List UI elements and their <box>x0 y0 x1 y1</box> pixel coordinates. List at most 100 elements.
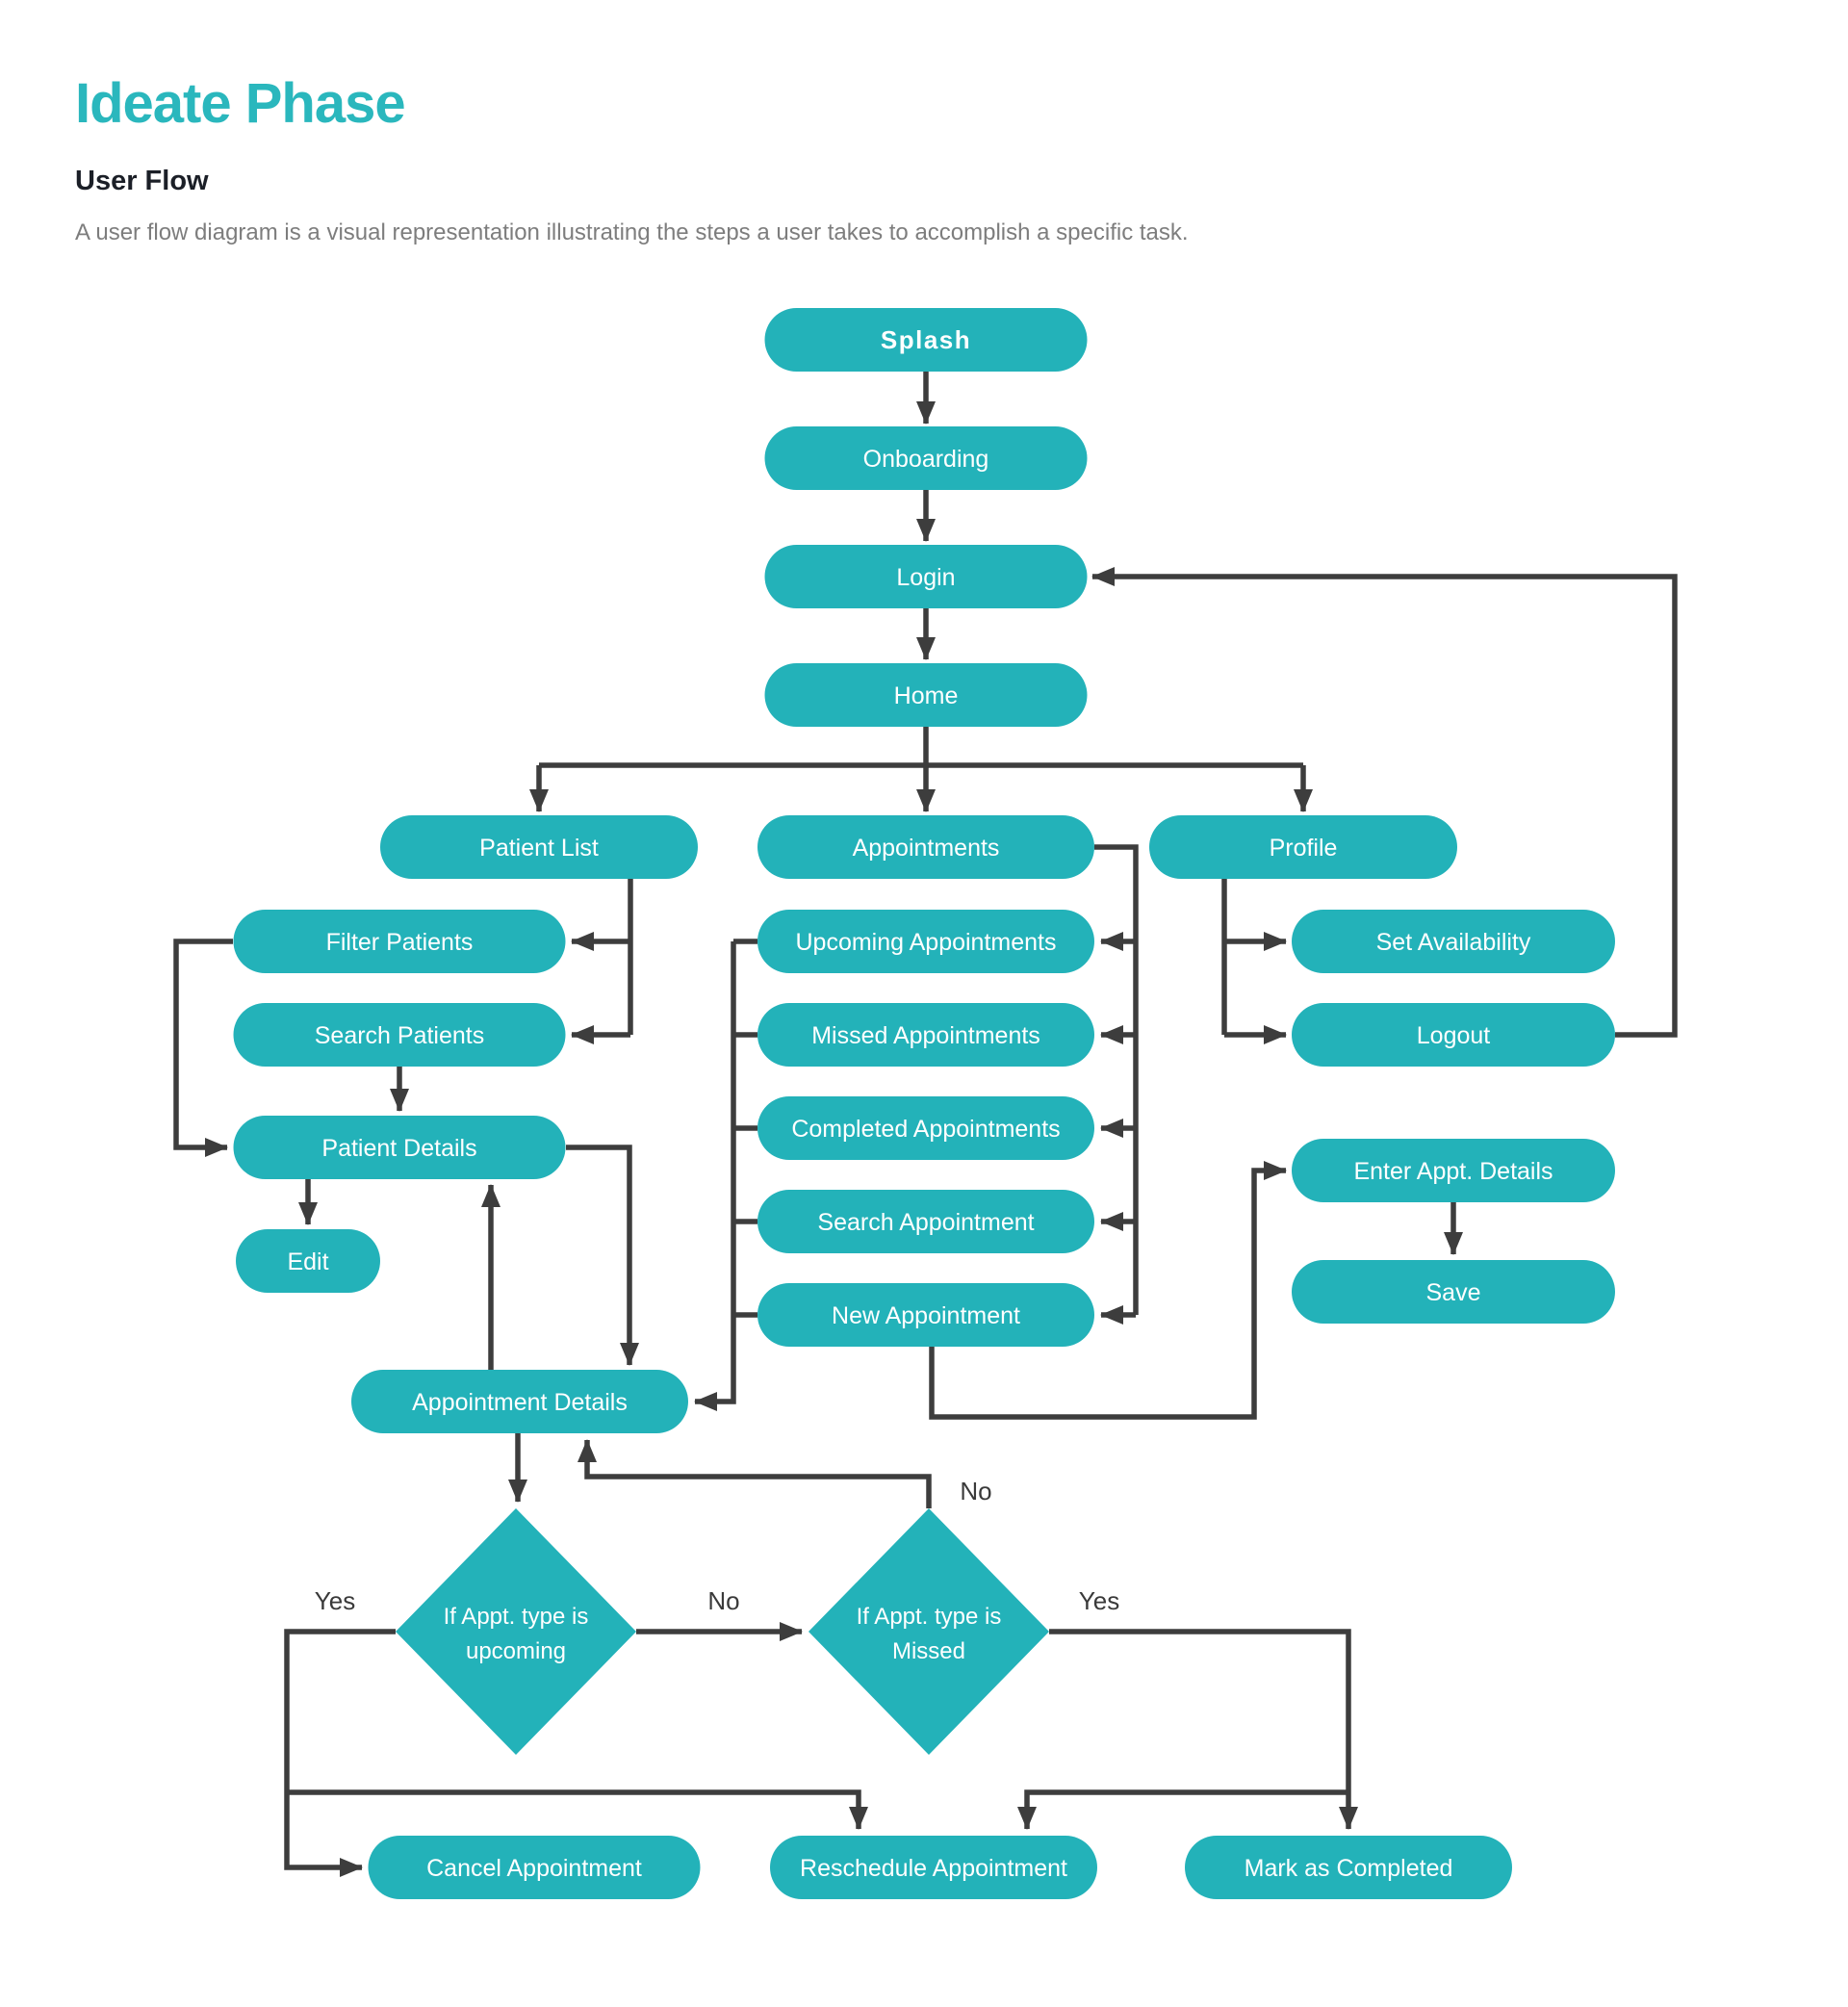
label-yes-missed: Yes <box>1079 1586 1119 1615</box>
section-description: A user flow diagram is a visual represen… <box>75 219 1189 245</box>
search-appointment-label: Search Appointment <box>817 1209 1034 1236</box>
edge-appointments-right-rail <box>1094 844 1139 1315</box>
edit-pill <box>236 1229 380 1293</box>
node-home: Home <box>764 663 1088 727</box>
cancel-appointment-pill <box>368 1836 701 1899</box>
set-availability-label: Set Availability <box>1376 929 1531 956</box>
node-save: Save <box>1292 1260 1615 1324</box>
missed-check-line1: If Appt. type is <box>857 1604 1002 1630</box>
appointments-pill <box>757 815 1094 879</box>
node-cancel-appointment: Cancel Appointment <box>368 1836 701 1899</box>
set-availability-pill <box>1292 910 1615 973</box>
reschedule-appointment-label: Reschedule Appointment <box>800 1855 1067 1882</box>
search-patients-pill <box>233 1003 566 1067</box>
node-logout: Logout <box>1292 1003 1615 1067</box>
home-label: Home <box>894 682 959 709</box>
upcoming-appointments-label: Upcoming Appointments <box>796 929 1057 956</box>
edge-labels: Yes No No Yes <box>315 1477 1119 1615</box>
new-appointment-pill <box>757 1283 1094 1347</box>
mark-as-completed-label: Mark as Completed <box>1245 1855 1453 1882</box>
node-set-availability: Set Availability <box>1292 910 1615 973</box>
save-pill <box>1292 1260 1615 1324</box>
missed-appointments-pill <box>757 1003 1094 1067</box>
node-login: Login <box>764 545 1088 608</box>
node-onboarding: Onboarding <box>764 426 1088 490</box>
completed-appointments-label: Completed Appointments <box>791 1116 1060 1143</box>
profile-label: Profile <box>1270 835 1338 862</box>
appointment-details-label: Appointment Details <box>412 1389 628 1416</box>
login-label: Login <box>896 564 955 591</box>
completed-appointments-pill <box>757 1096 1094 1160</box>
onboarding-label: Onboarding <box>863 446 989 473</box>
appointments-label: Appointments <box>853 835 1000 862</box>
profile-pill <box>1149 815 1457 879</box>
section-title: User Flow <box>75 166 209 196</box>
home-pill <box>764 663 1088 727</box>
node-missed-appointments: Missed Appointments <box>757 1003 1094 1067</box>
edge-missed-check-no-return <box>578 1439 932 1508</box>
upcoming-check-diamond <box>396 1508 636 1755</box>
node-patient-details: Patient Details <box>233 1116 566 1179</box>
label-no-missed: No <box>960 1477 991 1505</box>
mark-as-completed-pill <box>1185 1836 1512 1899</box>
edge-upcoming-check-yes-reschedule <box>287 1789 868 1830</box>
page-title: Ideate Phase <box>75 72 406 135</box>
search-patients-label: Search Patients <box>315 1022 485 1049</box>
node-completed-appointments: Completed Appointments <box>757 1096 1094 1160</box>
edge-missed-check-yes-mark <box>1049 1629 1358 1830</box>
edge-appt-left-rail-appt-details <box>694 941 736 1411</box>
appointment-details-pill <box>351 1370 688 1433</box>
missed-check-diamond <box>808 1508 1049 1755</box>
patient-list-pill <box>380 815 698 879</box>
node-reschedule-appointment: Reschedule Appointment <box>770 1836 1097 1899</box>
edge-missed-check-yes-reschedule <box>1017 1789 1348 1830</box>
filter-patients-pill <box>233 910 566 973</box>
patient-details-pill <box>233 1116 566 1179</box>
filter-patients-label: Filter Patients <box>326 929 474 956</box>
edge-new-appt-enter-details <box>929 1161 1287 1420</box>
node-profile: Profile <box>1149 815 1457 879</box>
edge-home-branch-rail <box>539 727 1303 768</box>
node-appointment-details: Appointment Details <box>351 1370 688 1433</box>
upcoming-check-line1: If Appt. type is <box>444 1604 589 1630</box>
label-yes-upcoming: Yes <box>315 1586 355 1615</box>
node-upcoming-appointments: Upcoming Appointments <box>757 910 1094 973</box>
node-search-appointment: Search Appointment <box>757 1190 1094 1253</box>
edge-upcoming-check-yes-cancel <box>284 1629 396 1877</box>
node-splash: Splash <box>764 308 1088 372</box>
logout-label: Logout <box>1417 1022 1491 1049</box>
cancel-appointment-label: Cancel Appointment <box>426 1855 642 1882</box>
edges <box>173 372 1678 1877</box>
upcoming-check-line2: upcoming <box>466 1638 566 1664</box>
node-patient-list: Patient List <box>380 815 698 879</box>
missed-check-line2: Missed <box>892 1638 965 1664</box>
missed-appointments-label: Missed Appointments <box>811 1022 1040 1049</box>
save-label: Save <box>1426 1279 1481 1306</box>
patient-details-label: Patient Details <box>321 1135 476 1162</box>
edge-patient-details-appt-details <box>566 1145 639 1366</box>
node-filter-patients: Filter Patients <box>233 910 566 973</box>
node-search-patients: Search Patients <box>233 1003 566 1067</box>
enter-appt-details-pill <box>1292 1139 1615 1202</box>
new-appointment-label: New Appointment <box>832 1302 1020 1329</box>
edge-appt-left-stubs <box>733 939 757 1318</box>
node-new-appointment: New Appointment <box>757 1283 1094 1347</box>
upcoming-appointments-pill <box>757 910 1094 973</box>
edge-filter-patient-details <box>173 939 233 1157</box>
edit-label: Edit <box>287 1248 328 1275</box>
node-appointments: Appointments <box>757 815 1094 879</box>
login-pill <box>764 545 1088 608</box>
node-edit: Edit <box>236 1229 380 1293</box>
nodes: Splash Onboarding Login Home Patient Lis… <box>233 308 1615 1899</box>
enter-appt-details-label: Enter Appt. Details <box>1353 1158 1553 1185</box>
decision-missed-check: If Appt. type is Missed <box>808 1508 1049 1755</box>
splash-label: Splash <box>881 325 971 354</box>
label-no-upcoming: No <box>707 1586 739 1615</box>
onboarding-pill <box>764 426 1088 490</box>
reschedule-appointment-pill <box>770 1836 1097 1899</box>
search-appointment-pill <box>757 1190 1094 1253</box>
node-mark-as-completed: Mark as Completed <box>1185 1836 1512 1899</box>
logout-pill <box>1292 1003 1615 1067</box>
